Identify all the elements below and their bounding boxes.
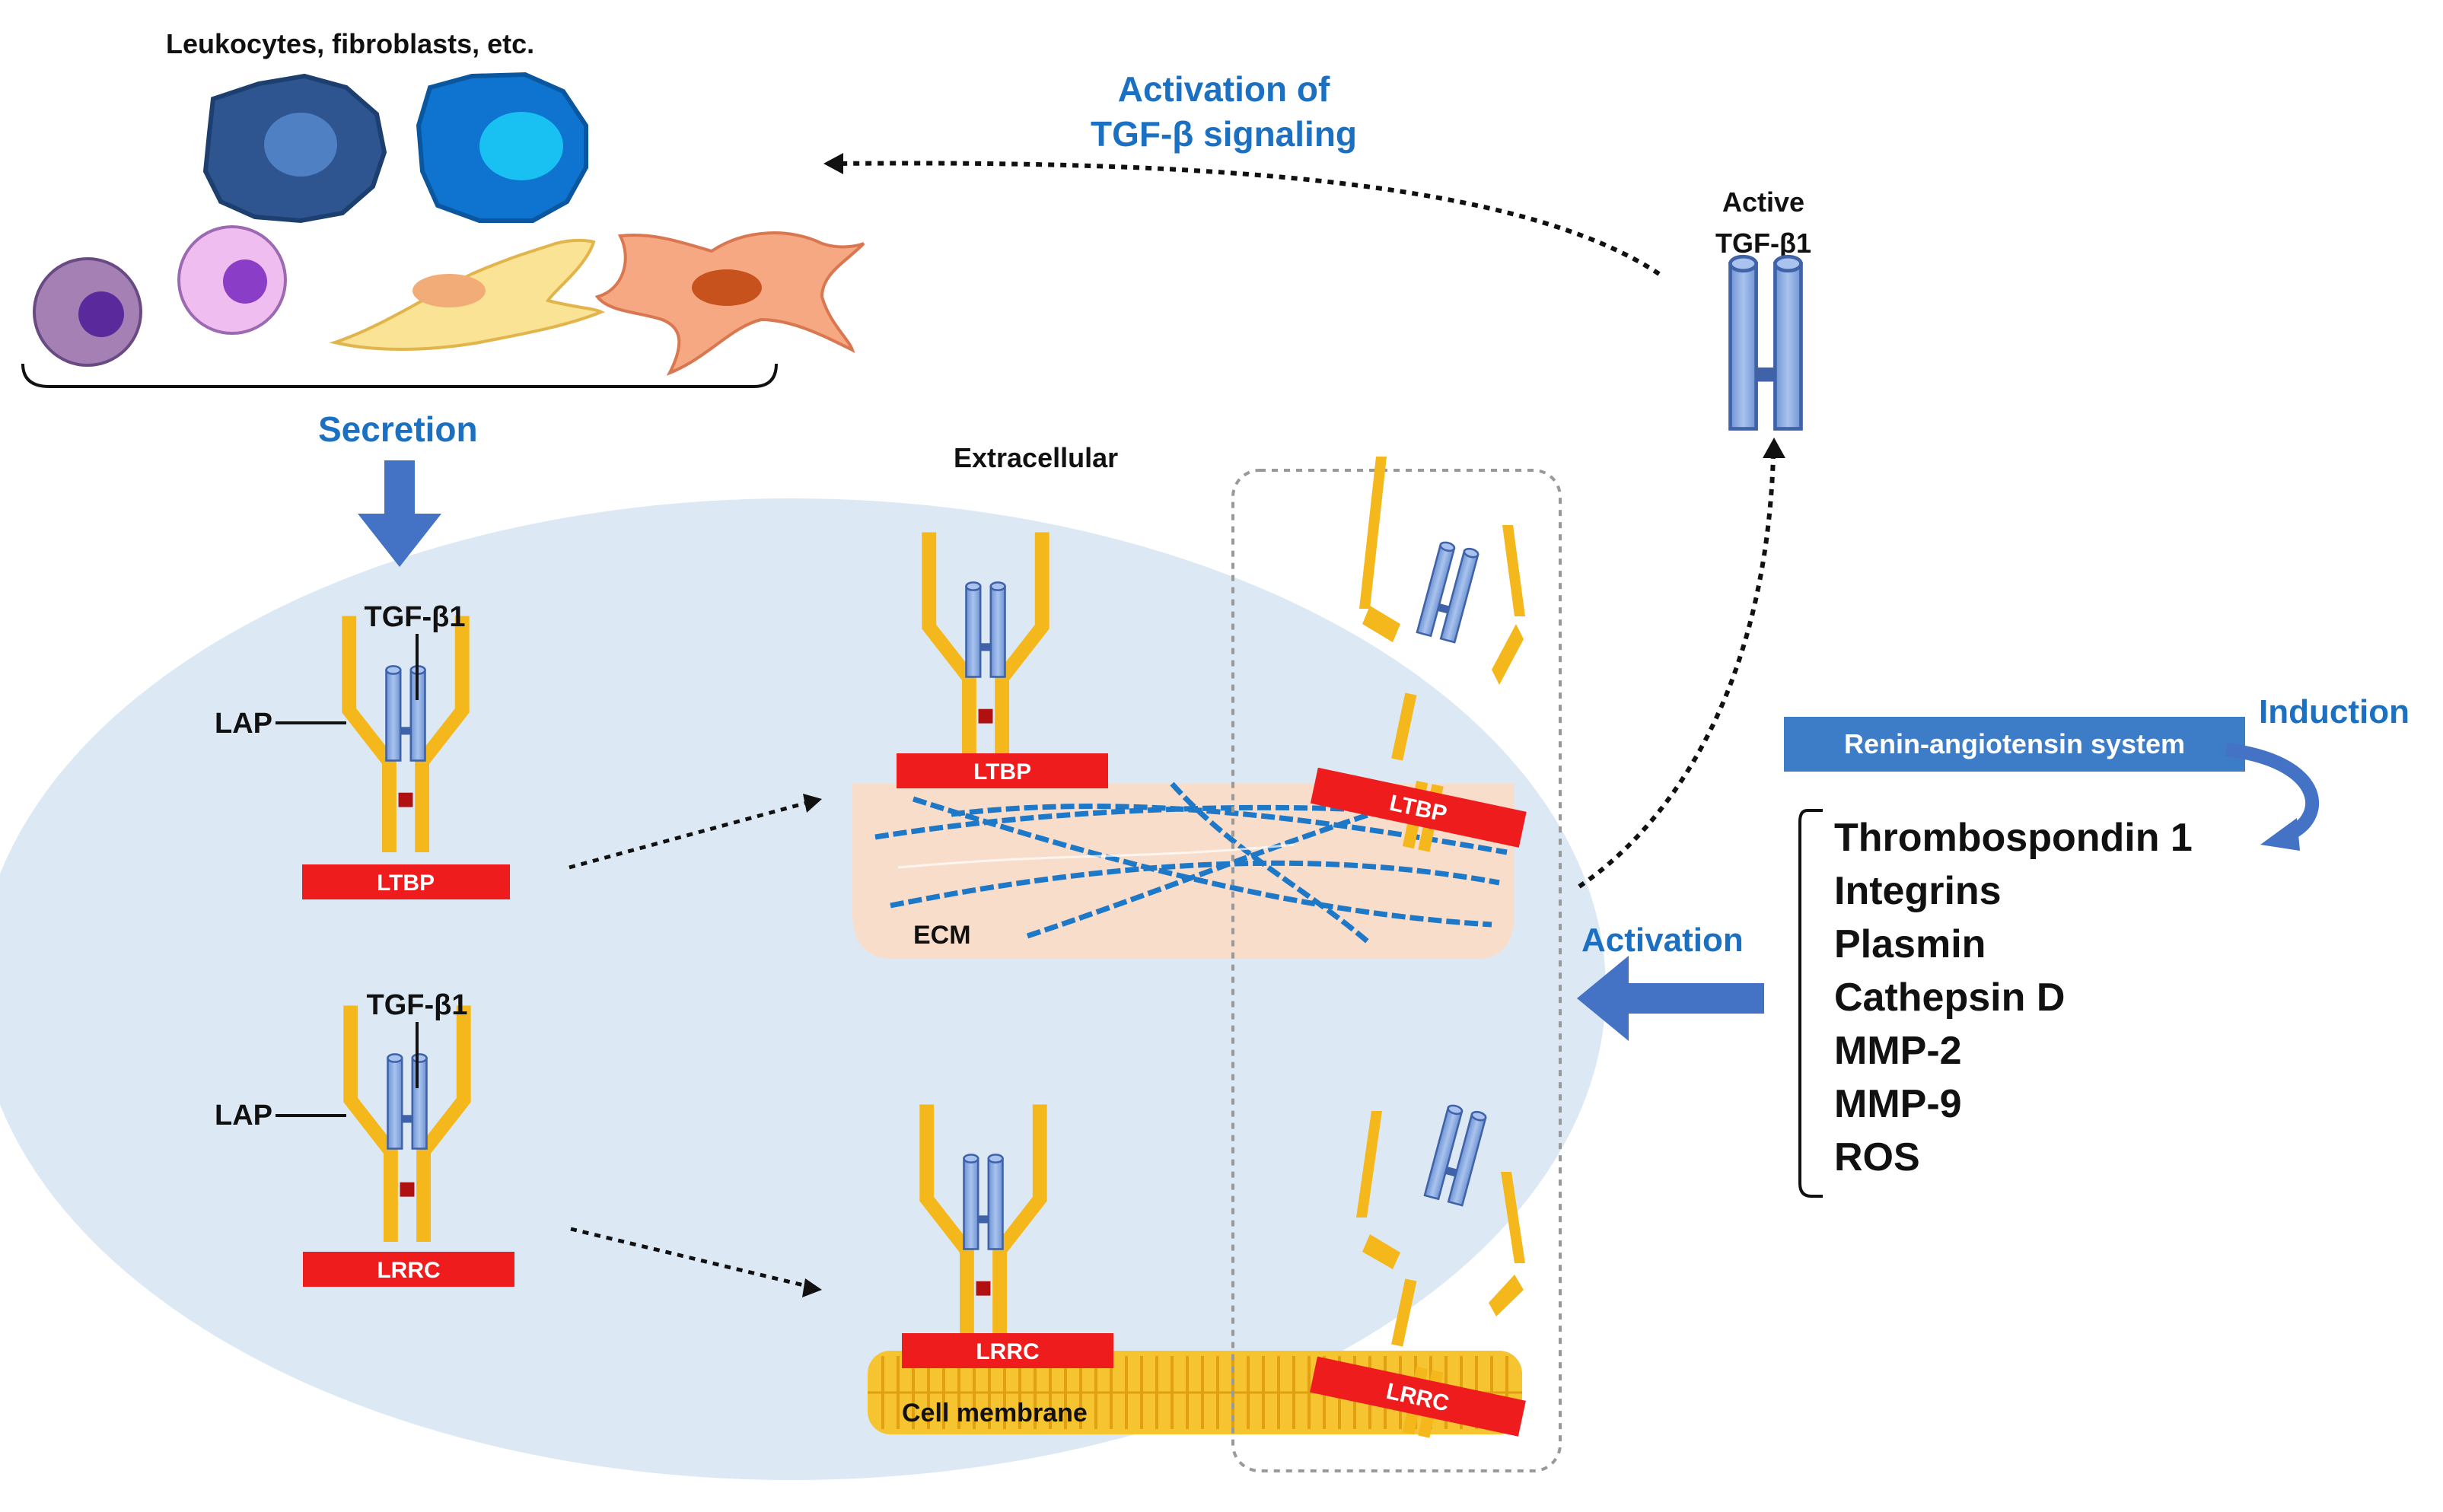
secretion-arrow xyxy=(358,460,441,567)
induction-arrow-head xyxy=(2260,818,2300,851)
secreted-lrrc-complex xyxy=(303,1005,514,1287)
activation-signaling-label-2: TGF-β signaling xyxy=(1091,114,1357,154)
membrane-activated-complex: LRRC xyxy=(1310,1103,1526,1438)
secretion-label: Secretion xyxy=(318,409,478,449)
tgf-b1-label-2: TGF-β1 xyxy=(367,989,468,1021)
dotted-arrow-ltbp xyxy=(569,801,807,870)
activators-list: Thrombospondin 1 Integrins Plasmin Cathe… xyxy=(1834,816,2193,1179)
activation-label: Activation xyxy=(1581,922,1744,959)
cells-group xyxy=(33,72,865,376)
cell-area xyxy=(0,498,1606,1480)
activation-site-box xyxy=(1231,469,1562,1472)
release-arrow-head xyxy=(1763,438,1785,458)
activator-item: Integrins xyxy=(1834,869,2002,913)
renin-angiotensin-label: Renin-angiotensin system xyxy=(1844,728,2185,759)
activator-item: MMP-2 xyxy=(1834,1029,1962,1073)
activator-item: Plasmin xyxy=(1834,922,1986,966)
activator-item: Cathepsin D xyxy=(1834,976,2065,1020)
signaling-arrow-head xyxy=(823,153,843,174)
renin-angiotensin-box xyxy=(1784,717,2245,772)
active-tgf-dimer xyxy=(1731,256,1801,428)
ecm-bound-latent-complex xyxy=(897,532,1108,788)
activation-signaling-label-1: Activation of xyxy=(1118,69,1330,109)
active-tgf-label-2: TGF-β1 xyxy=(1715,228,1811,259)
induction-label: Induction xyxy=(2259,693,2410,731)
cells-bracket xyxy=(21,363,778,388)
membrane-bound-latent-complex xyxy=(902,1104,1113,1368)
activators-bracket xyxy=(1798,809,1823,1198)
lrrc-label-2: LRRC xyxy=(976,1339,1039,1364)
lap-label-2: LAP xyxy=(215,1100,272,1132)
ecm-activated-complex: LTBP xyxy=(1310,457,1527,852)
induction-arrow xyxy=(2225,743,2320,840)
lrrc-anchor xyxy=(303,1252,514,1287)
release-arrow-line xyxy=(1578,456,1776,889)
active-tgf-label-1: Active xyxy=(1722,186,1804,218)
tgf-b1-label-1: TGF-β1 xyxy=(365,601,466,633)
cell-membrane-label: Cell membrane xyxy=(902,1399,1088,1428)
activation-arrow xyxy=(1577,956,1764,1041)
cells-label: Leukocytes, fibroblasts, etc. xyxy=(166,28,534,59)
ltbp-anchor xyxy=(302,864,510,899)
dotted-arrow-lrrc xyxy=(570,1227,807,1288)
ecm-label: ECM xyxy=(913,921,971,950)
activator-item: ROS xyxy=(1834,1135,1920,1179)
ltbp-label-1: LTBP xyxy=(377,871,435,896)
signaling-arrow-line xyxy=(836,161,1661,276)
activator-item: Thrombospondin 1 xyxy=(1834,816,2193,860)
ltbp-label-2: LTBP xyxy=(973,759,1031,785)
lap-label-1: LAP xyxy=(215,708,272,740)
activator-item: MMP-9 xyxy=(1834,1082,1962,1126)
secreted-ltbp-complex xyxy=(302,616,510,899)
extracellular-label: Extracellular xyxy=(954,442,1118,473)
lrrc-label-1: LRRC xyxy=(377,1258,440,1283)
